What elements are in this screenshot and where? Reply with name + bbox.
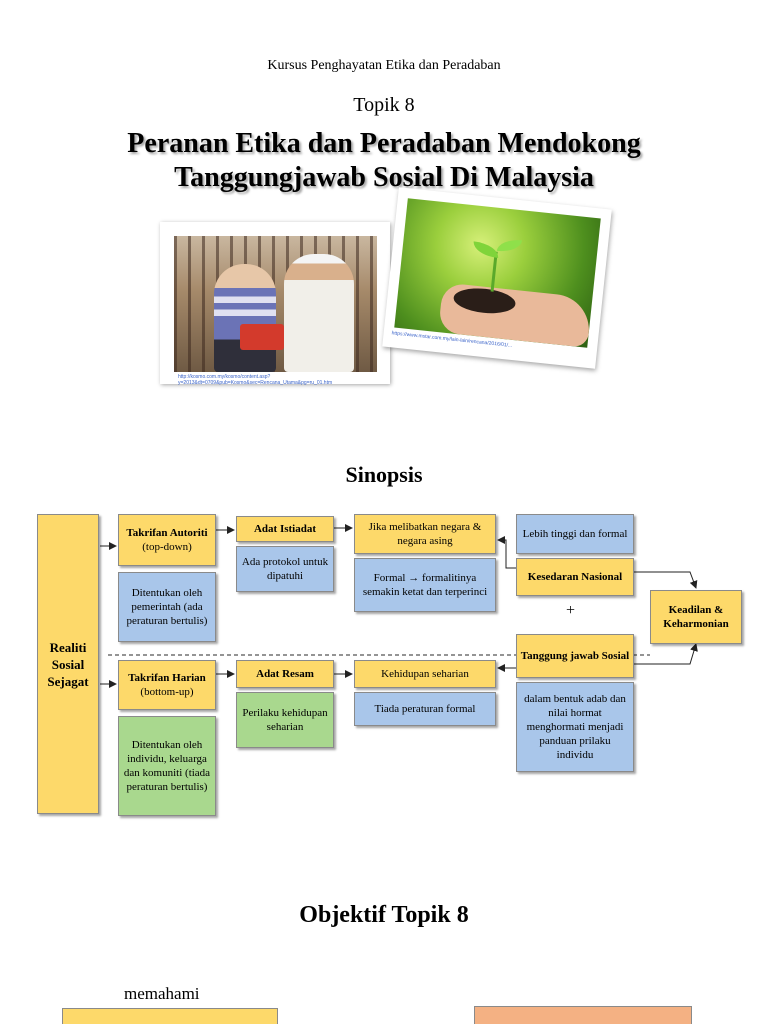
objective-box-right [474,1006,692,1024]
course-name: Kursus Penghayatan Etika dan Peradaban [267,58,501,73]
arrow-tanggungjawab-keadilan [634,643,698,665]
synopsis-heading: Sinopsis [345,462,423,487]
box-adat-istiadat: Adat Istiadat [236,516,334,542]
takrifan-autoriti-sub: (top-down) [142,541,192,553]
box-adab: dalam bentuk adab dan nilai hormat mengh… [516,682,634,772]
takrifan-harian-sub: (bottom-up) [140,686,194,698]
box-takrifan-harian: Takrifan Harian (bottom-up) [118,660,216,710]
plus-sign: + [566,602,576,619]
box-adat-istiadat-desc: Ada protokol untuk dipatuhi [236,546,334,592]
photo-two-men-image [174,236,377,372]
photo-two-men-caption[interactable]: http://kosmo.com.my/kosmo/content.asp?y=… [178,374,333,386]
box-kesedaran: Kesedaran Nasional [516,558,634,596]
box-negara: Jika melibatkan negara & negara asing [354,514,496,554]
man-in-striped-shirt [214,264,276,372]
photo-two-men: http://kosmo.com.my/kosmo/content.asp?y=… [160,222,390,386]
box-keadilan: Keadilan & Keharmonian [650,590,742,644]
arrow-kesedaran-negara [497,536,516,569]
box-formal: Formal → formalitinya semakin ketat dan … [354,558,496,612]
box-takrifan-autoriti: Takrifan Autoriti (top-down) [118,514,216,566]
box-adat-resam-desc: Perilaku kehidupan seharian [236,692,334,748]
page-title: Peranan Etika dan Peradaban Mendokong Ta… [0,127,768,195]
box-tanggung-jawab: Tanggung jawab Sosial [516,634,634,678]
objective-verb: memahami [124,984,200,1003]
takrifan-harian-title: Takrifan Harian [128,672,206,684]
topic-number: Topik 8 [353,94,415,116]
box-takrifan-autoriti-desc: Ditentukan oleh pemerintah (ada peratura… [118,572,216,642]
title-line-1: Peranan Etika dan Peradaban Mendokong [127,128,641,159]
box-tiada: Tiada peraturan formal [354,692,496,726]
box-realiti: Realiti Sosial Sejagat [37,514,99,814]
takrifan-autoriti-title: Takrifan Autoriti [126,527,208,539]
title-line-2: Tanggungjawab Sosial Di Malaysia [174,162,594,193]
arrow-kesedaran-keadilan [634,571,698,589]
box-takrifan-harian-desc: Ditentukan oleh individu, keluarga dan k… [118,716,216,816]
man-in-white-robe [284,254,354,372]
red-gift-box [240,324,284,350]
objectives-heading: Objektif Topik 8 [299,902,469,928]
box-kehidupan: Kehidupan seharian [354,660,496,688]
box-adat-resam: Adat Resam [236,660,334,688]
objective-box-left [62,1008,278,1024]
box-lebih-tinggi: Lebih tinggi dan formal [516,514,634,554]
